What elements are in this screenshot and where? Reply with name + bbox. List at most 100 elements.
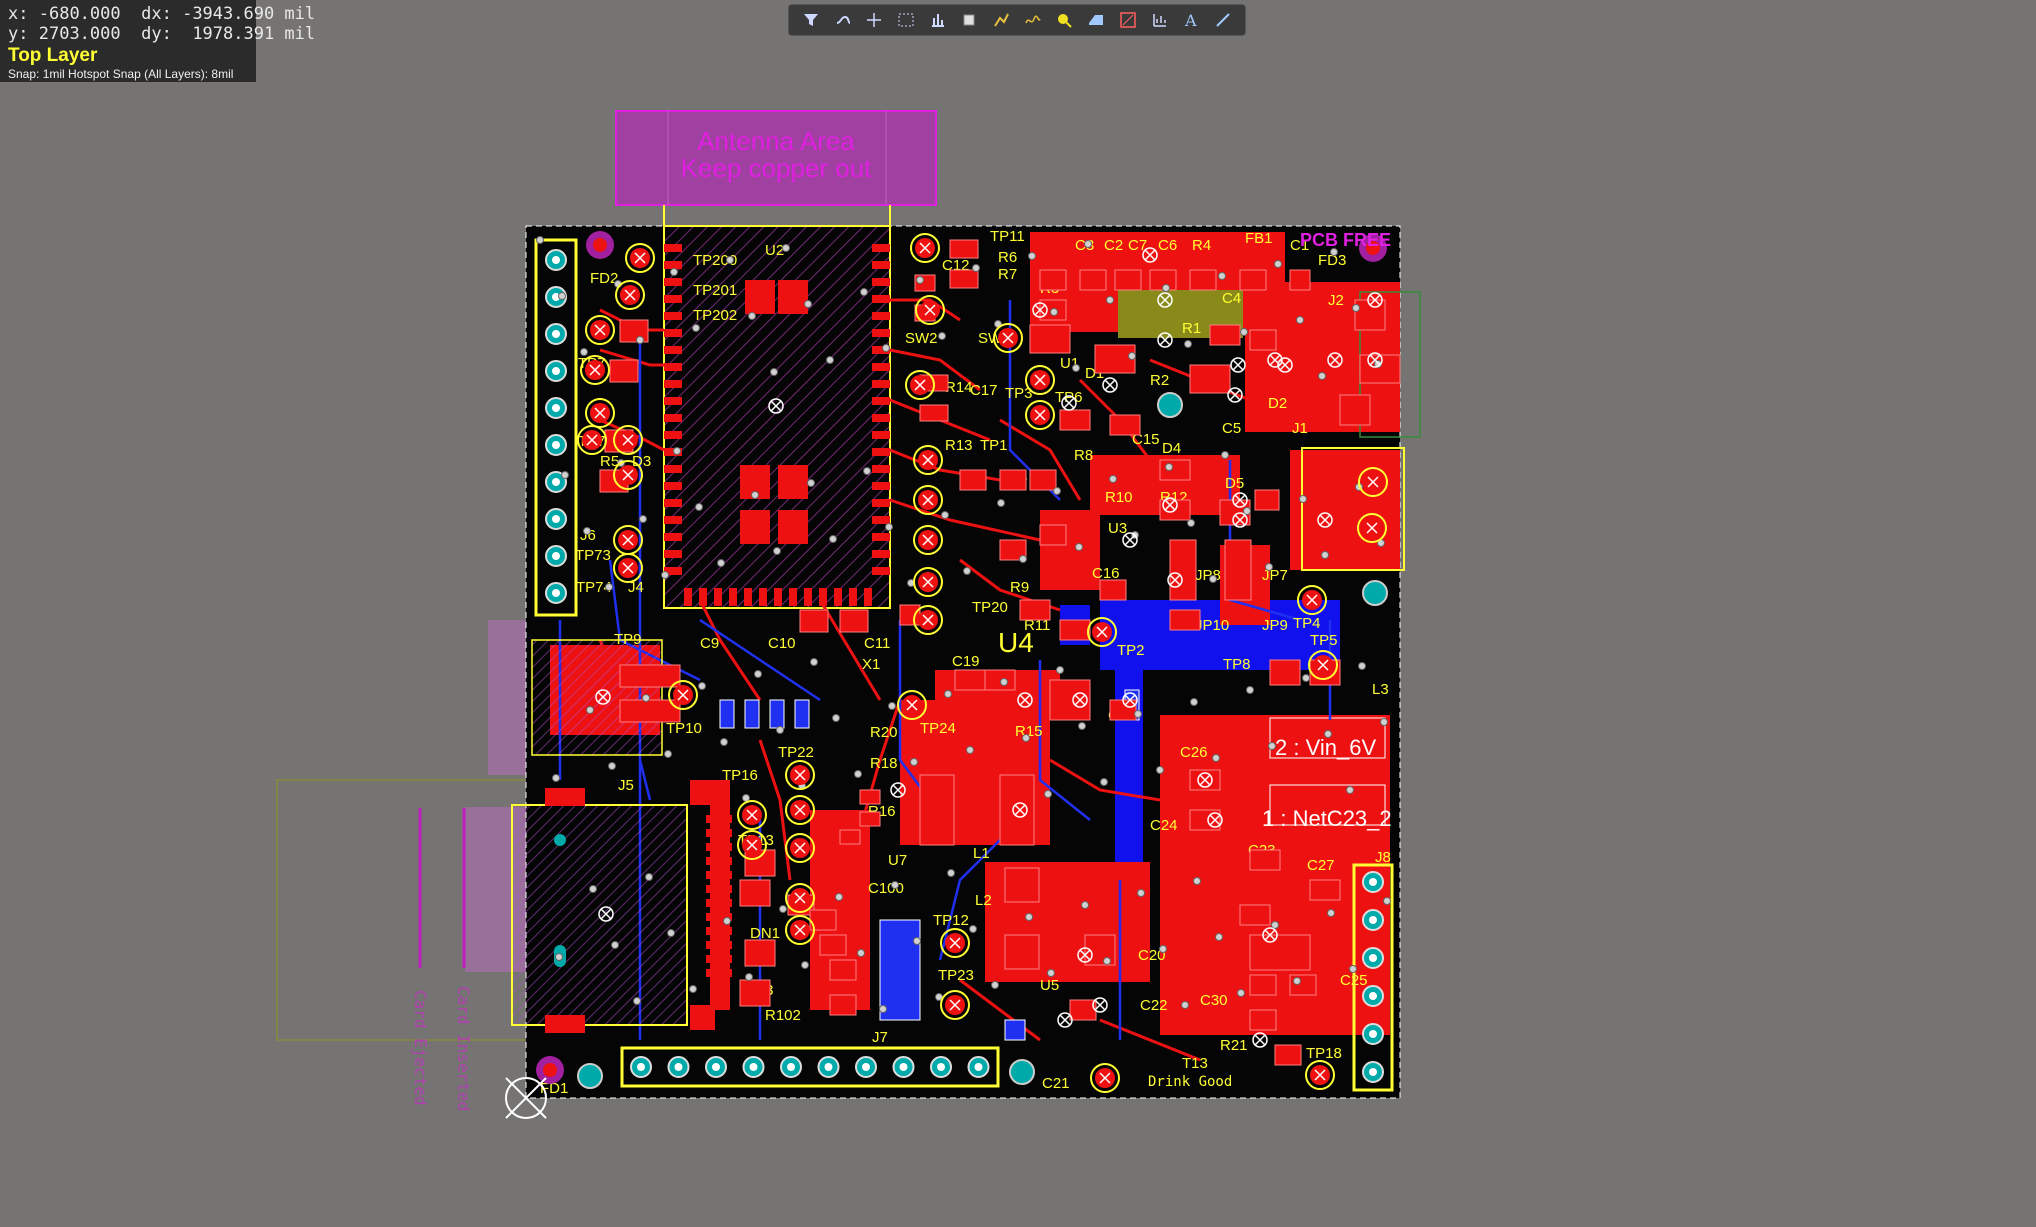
refdes-label: JP10 <box>1195 617 1229 634</box>
polygon-icon <box>1089 15 1104 25</box>
refdes-label: JP7 <box>1262 567 1288 584</box>
u2-pads-left <box>664 244 890 575</box>
select-rect-icon <box>898 13 914 27</box>
current-layer: Top Layer <box>8 45 98 66</box>
refdes-label: R18 <box>870 755 898 772</box>
refdes-label: L2 <box>975 892 992 909</box>
refdes-label: TP24 <box>920 720 956 737</box>
refdes-label: R10 <box>1105 489 1133 506</box>
refdes-label: U2 <box>765 242 784 259</box>
refdes-label: R14 <box>945 379 973 396</box>
refdes-label: J2 <box>1328 292 1344 309</box>
refdes-label: TP2 <box>1117 642 1145 659</box>
refdes-label: C10 <box>768 635 796 652</box>
refdes-label: C24 <box>1150 817 1178 834</box>
refdes-label: TP23 <box>938 967 974 984</box>
select-rect-button[interactable] <box>893 7 919 33</box>
polygon-button[interactable] <box>1083 7 1109 33</box>
x-value: -680.000 <box>38 4 121 24</box>
chart-icon <box>1152 14 1166 27</box>
line-icon <box>1216 13 1230 27</box>
refdes-label: C20 <box>1138 947 1166 964</box>
refdes-label: FB1 <box>1245 230 1273 247</box>
refdes-label: R7 <box>998 266 1017 283</box>
route-interactive-button[interactable] <box>830 7 856 33</box>
refdes-label: D3 <box>632 453 651 470</box>
chart-button[interactable] <box>1147 7 1173 33</box>
refdes-label: U7 <box>888 852 907 869</box>
refdes-label: D4 <box>1162 440 1181 457</box>
card-ejected-label: Card Ejected <box>411 990 430 1106</box>
refdes-label: J1 <box>1292 420 1308 437</box>
active-bar-toolbar: A <box>788 4 1246 36</box>
refdes-label: TP12 <box>933 912 969 929</box>
diff-pair-icon <box>1025 15 1041 24</box>
refdes-label: TP201 <box>693 282 737 299</box>
align-button[interactable] <box>925 7 951 33</box>
refdes-label: T13 <box>1182 1055 1208 1072</box>
copper-sw <box>1290 450 1400 570</box>
net-c23-label: 1 : NetC23_2 <box>1262 806 1392 831</box>
refdes-label: TP18 <box>1306 1045 1342 1062</box>
refdes-label: C26 <box>1180 744 1208 761</box>
header-j7[interactable] <box>620 1046 1000 1088</box>
board-edge <box>525 225 1401 1099</box>
refdes-label: C30 <box>1200 992 1228 1009</box>
refdes-label: JP8 <box>1195 567 1221 584</box>
refdes-label: R20 <box>870 724 898 741</box>
card-inserted-label: Card Inserted <box>454 986 473 1111</box>
refdes-label: C21 <box>1042 1075 1070 1092</box>
route-icon <box>994 13 1009 27</box>
refdes-label: C17 <box>970 382 998 399</box>
component-icon <box>963 14 975 26</box>
refdes-label: R2 <box>1150 372 1169 389</box>
refdes-label: C19 <box>952 653 980 670</box>
keepout-button[interactable] <box>1115 7 1141 33</box>
refdes-label: R9 <box>1010 579 1029 596</box>
header-j8[interactable] <box>1352 863 1394 1092</box>
text-button[interactable]: A <box>1178 7 1204 33</box>
refdes-label: C2 <box>1104 237 1123 254</box>
refdes-label: C9 <box>700 635 719 652</box>
refdes-label: R1 <box>1182 320 1201 337</box>
refdes-label: R13 <box>945 437 973 454</box>
refdes-label: SW2 <box>905 330 938 347</box>
route-button[interactable] <box>988 7 1014 33</box>
cross-add-button[interactable] <box>861 7 887 33</box>
refdes-label: TP5 <box>1310 632 1338 649</box>
refdes-label: J4 <box>628 579 644 596</box>
refdes-label: R4 <box>1192 237 1211 254</box>
refdes-label: TP3 <box>1005 385 1033 402</box>
via-button[interactable] <box>1051 7 1077 33</box>
y-value: 2703.000 <box>38 24 121 44</box>
route-interactive-icon <box>836 15 850 24</box>
cross-add-icon <box>867 13 882 27</box>
refdes-label: J5 <box>618 777 634 794</box>
antenna-keepout <box>615 110 937 206</box>
refdes-label: TP11 <box>990 228 1025 245</box>
text-icon: A <box>1184 11 1197 29</box>
component-button[interactable] <box>956 7 982 33</box>
drink-label: Drink Good <box>1148 1074 1232 1090</box>
refdes-label: D5 <box>1225 475 1244 492</box>
line-button[interactable] <box>1210 7 1236 33</box>
dx-value: -3943.690 mil <box>182 4 316 24</box>
refdes-label: FD3 <box>1318 252 1346 269</box>
refdes-label: R21 <box>1220 1037 1248 1054</box>
refdes-label: TP1 <box>980 437 1008 454</box>
refdes-label: C5 <box>1222 420 1241 437</box>
usb-connector[interactable] <box>531 639 663 756</box>
snap-status: Snap: 1mil Hotspot Snap (All Layers): 8m… <box>8 67 234 81</box>
dy-value: 1978.391 mil <box>192 24 316 44</box>
antenna-label-2: Keep copper out <box>681 153 873 183</box>
filter-button[interactable] <box>798 7 824 33</box>
refdes-label: L1 <box>973 845 990 862</box>
refdes-label: TP8 <box>1223 656 1251 673</box>
diff-pair-button[interactable] <box>1020 7 1046 33</box>
header-j6[interactable] <box>534 238 578 617</box>
y-label: y: <box>8 24 29 44</box>
refdes-label: R15 <box>1015 723 1043 740</box>
coordinate-readout: x: -680.000 dx: -3943.690 mil y: 2703.00… <box>0 0 315 82</box>
refdes-label: TP9 <box>614 631 642 648</box>
